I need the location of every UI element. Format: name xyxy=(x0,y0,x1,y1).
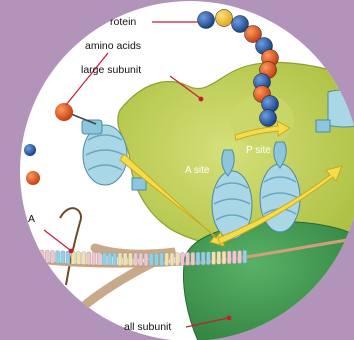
free-amino-acid xyxy=(55,103,73,121)
nucleotide xyxy=(160,253,164,266)
marker-block-2 xyxy=(316,120,330,132)
amino-acids-label: amino acids xyxy=(85,40,141,52)
nucleotide xyxy=(191,252,195,265)
mrna-dot xyxy=(69,249,74,254)
nucleotide xyxy=(139,253,143,266)
nucleotide xyxy=(92,252,96,265)
large-subunit-label: large subunit xyxy=(81,64,141,76)
nucleotide xyxy=(134,253,138,266)
nucleotide xyxy=(118,253,122,266)
nucleotide xyxy=(243,250,247,263)
nucleotide xyxy=(196,252,200,265)
free-amino-acid-3 xyxy=(24,144,36,156)
nucleotide xyxy=(123,253,127,266)
amino-acid-bead xyxy=(260,110,277,127)
nucleotide xyxy=(82,252,86,265)
nucleotide xyxy=(149,253,153,266)
nucleotide xyxy=(61,251,65,264)
nucleotide xyxy=(71,251,75,264)
nucleotide xyxy=(97,252,101,265)
amino-acid-bead xyxy=(216,10,233,27)
nucleotide xyxy=(227,251,231,264)
nucleotide xyxy=(108,253,112,266)
nucleotide xyxy=(154,253,158,266)
p-site-label: P site xyxy=(246,145,271,156)
nucleotide xyxy=(175,253,179,266)
nucleotide xyxy=(76,252,80,265)
nucleotide xyxy=(222,251,226,264)
nucleotide xyxy=(56,251,60,264)
nucleotide xyxy=(45,250,49,263)
nucleotide xyxy=(201,252,205,265)
small-subunit-label: all subunit xyxy=(124,321,171,333)
nucleotide xyxy=(87,252,91,265)
nucleotide xyxy=(180,253,184,266)
a-site-label: A site xyxy=(185,165,210,176)
nucleotide xyxy=(217,251,221,264)
nucleotide xyxy=(113,253,117,266)
amino-acid-bead xyxy=(198,12,215,29)
nucleotide xyxy=(186,252,190,265)
free-amino-acid-2 xyxy=(26,171,40,185)
nucleotide xyxy=(144,253,148,266)
nucleotide xyxy=(40,250,44,263)
trna-right-partial xyxy=(328,90,354,127)
nucleotide xyxy=(50,250,54,263)
nucleotide xyxy=(66,251,70,264)
nucleotide xyxy=(170,253,174,266)
nucleotide xyxy=(206,252,210,265)
small-subunit-dot xyxy=(227,316,232,321)
left-fragment-label: A xyxy=(28,213,35,225)
nucleotide xyxy=(238,250,242,263)
large-subunit-dot xyxy=(199,97,204,102)
nucleotide xyxy=(165,253,169,266)
nucleotide xyxy=(102,252,106,265)
protein-label: rotein xyxy=(110,16,136,28)
nucleotide xyxy=(212,252,216,265)
nucleotide xyxy=(128,253,132,266)
marker-block-1 xyxy=(132,178,146,190)
nucleotide xyxy=(232,251,236,264)
